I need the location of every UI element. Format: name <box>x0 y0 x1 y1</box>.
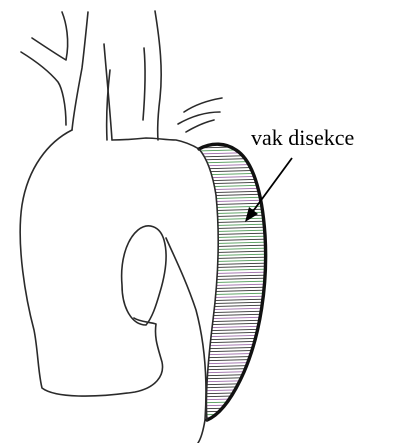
middle-branch-left <box>104 44 112 140</box>
left-branch-upper <box>32 12 68 60</box>
right-branch-outer <box>184 98 222 112</box>
arch-top <box>112 138 199 149</box>
trunk-left-wall <box>72 12 88 130</box>
right-branch-inner <box>178 112 220 124</box>
descending-aorta-inner <box>166 238 206 443</box>
dissection-sac <box>196 144 272 424</box>
middle-branch-right <box>155 11 161 140</box>
aortic-arch-outline <box>20 11 222 443</box>
right-branch-lower <box>186 120 214 132</box>
ascending-aorta-contour <box>20 130 162 396</box>
middle-branch-inner <box>143 48 145 120</box>
hatch-line <box>196 422 272 424</box>
inner-arch-loop <box>122 226 166 325</box>
annotation-label: vak disekce <box>251 125 354 150</box>
left-branch-lower <box>21 52 66 125</box>
